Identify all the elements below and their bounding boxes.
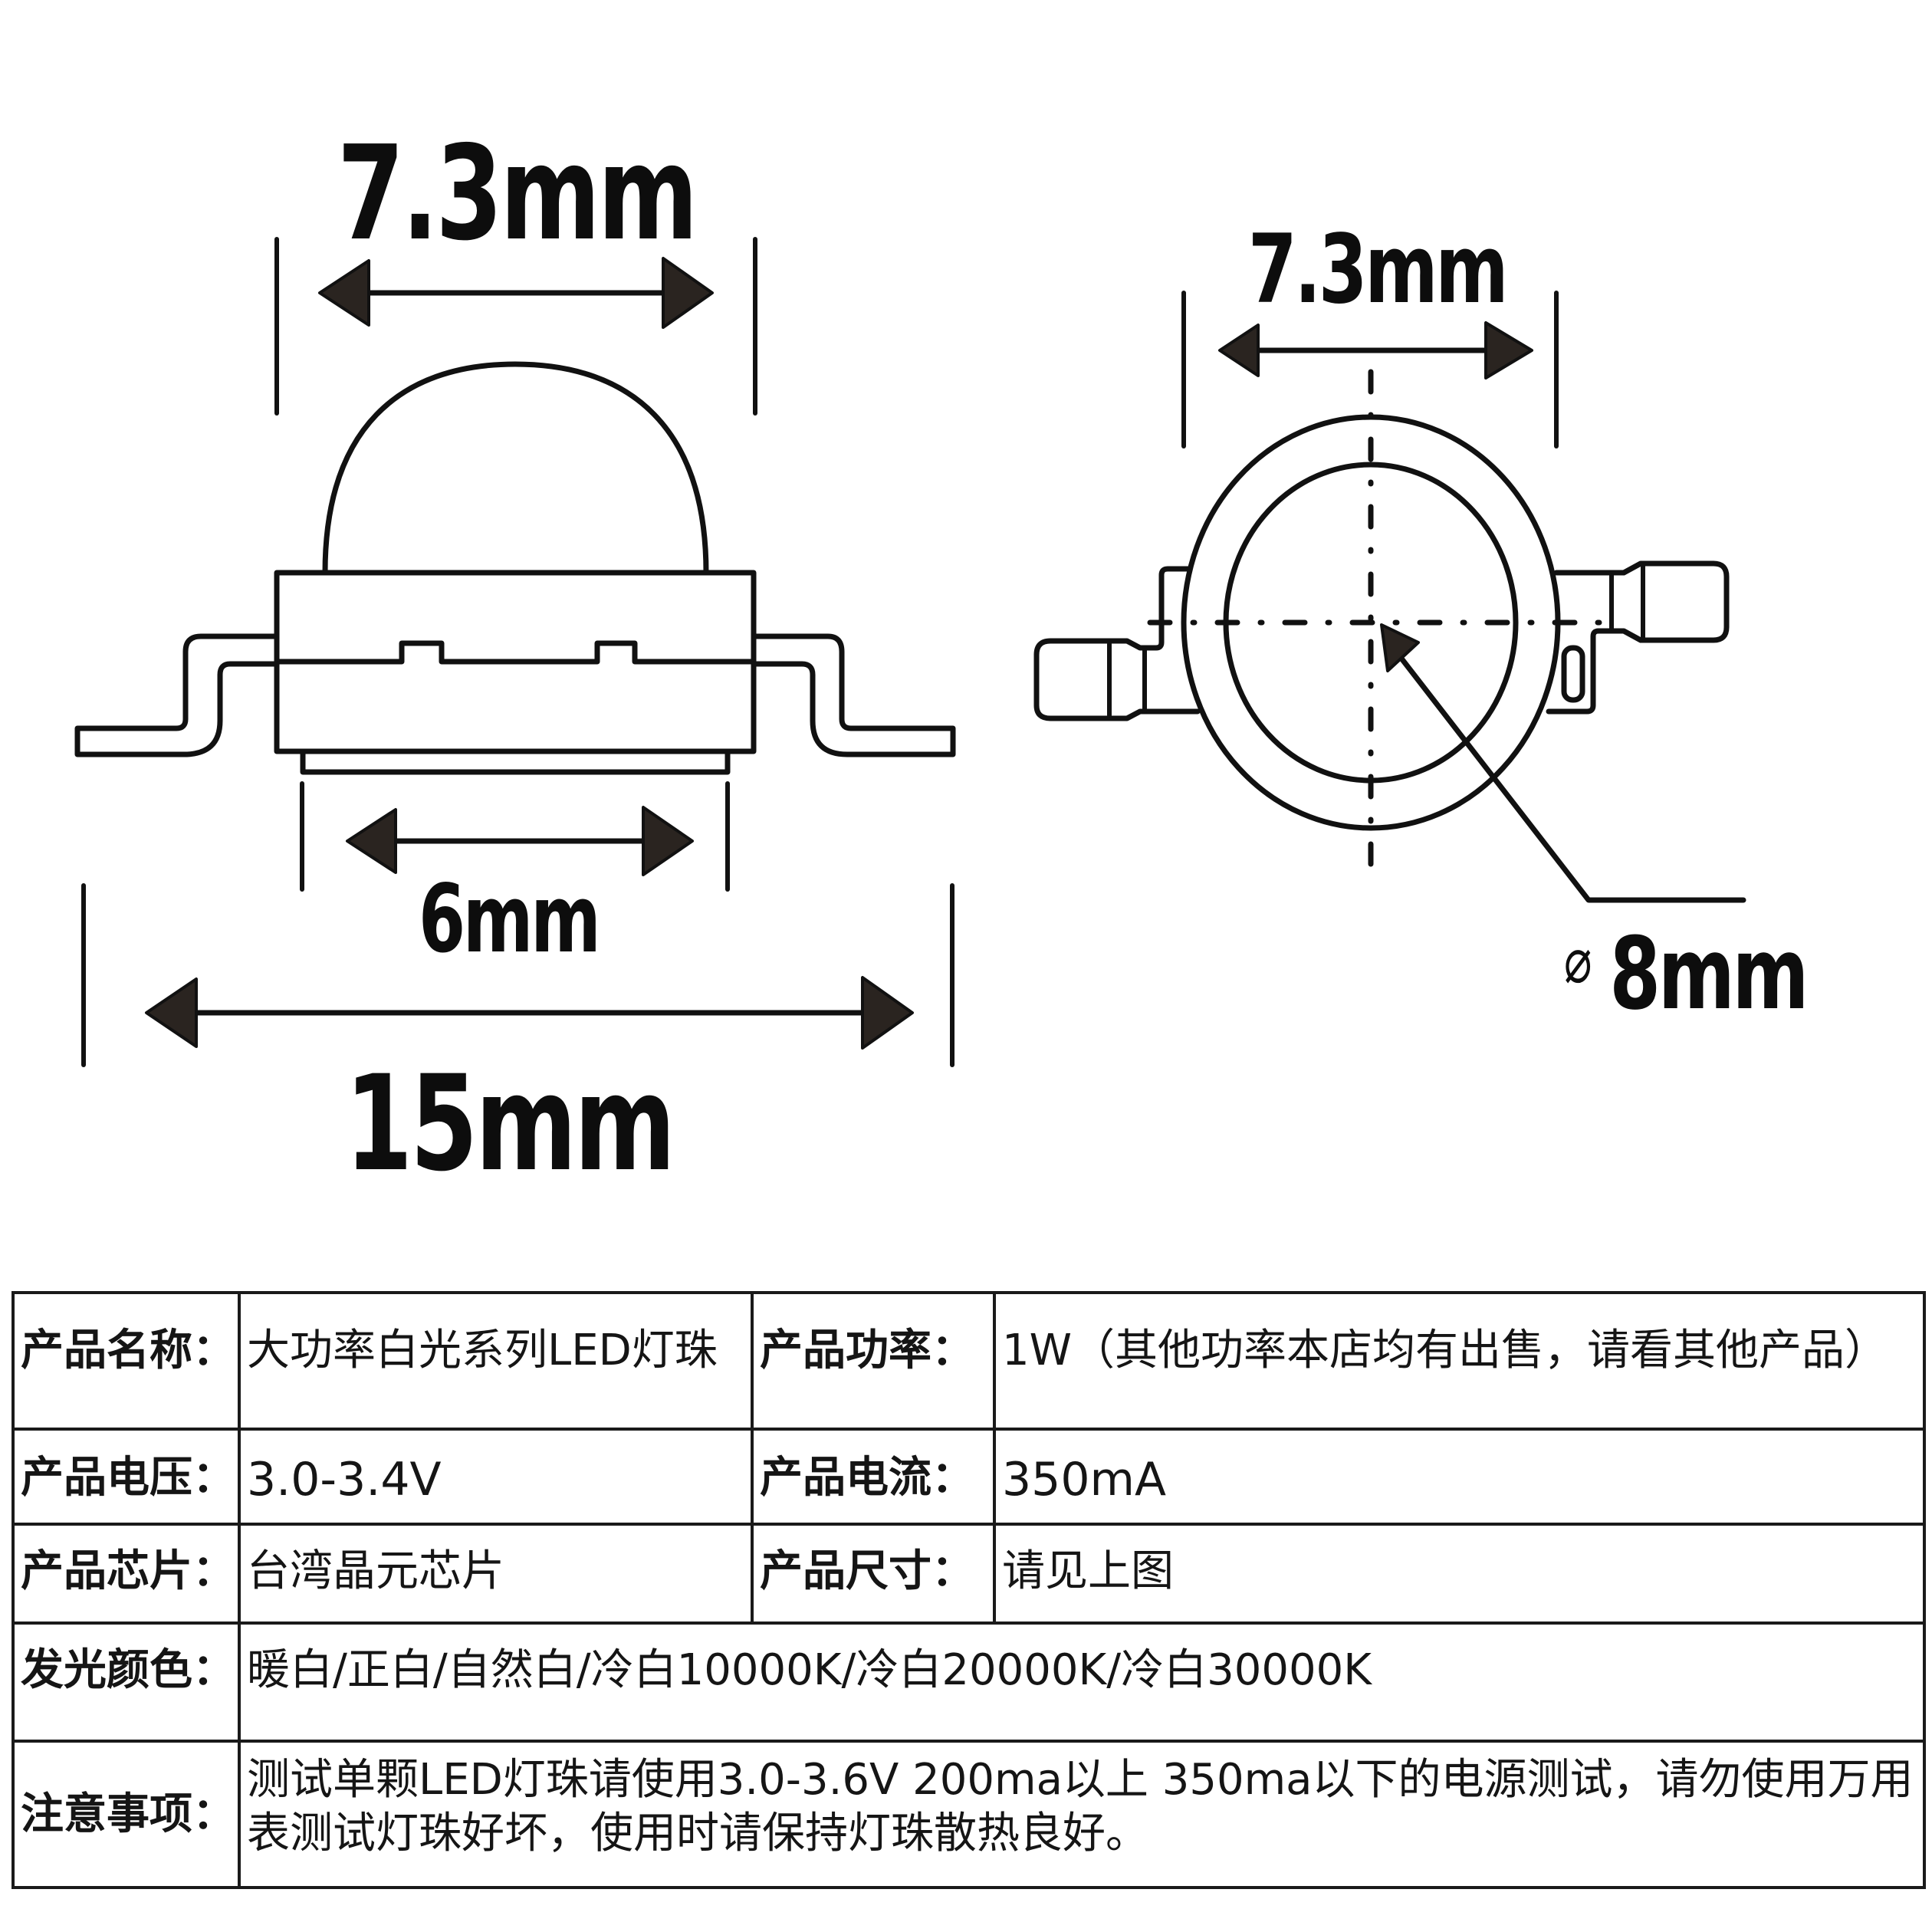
product-current-label: 产品电流： [751,1428,996,1526]
arrow-left-icon [145,978,198,1048]
left-solder-pad [1033,566,1201,721]
product-name-value: 大功率白光系列LED灯珠 [238,1291,754,1431]
arrow-right-icon [642,806,694,876]
light-color-label: 发光颜色： [12,1622,241,1743]
total-width-label: 15mm [345,1046,675,1201]
product-power-label: 产品功率： [751,1291,996,1431]
arrow-right-icon [1484,321,1533,380]
base-width-dimension [300,781,730,892]
base-width-label: 6mm [419,865,601,974]
right-lead [751,633,956,757]
product-voltage-label: 产品电压： [12,1428,241,1526]
right-solder-pad [1546,560,1730,715]
product-chip-value: 台湾晶元芯片 [238,1523,754,1625]
dimension-drawing: .ln { fill: none; stroke: #111; stroke-w… [74,118,1809,1201]
product-size-label: 产品尺寸： [751,1523,996,1625]
total-width-dimension [81,883,955,1067]
diameter-leader [1380,623,1746,903]
notes-value: 测试单颗LED灯珠请使用3.0-3.6V 200ma以上 350ma以下的电源测… [238,1740,1926,1889]
arrow-left-icon [318,259,370,327]
spec-table: 产品名称： 大功率白光系列LED灯珠 产品功率： 1W（其他功率本店均有出售，请… [12,1291,1926,1889]
table-row: 发光颜色： 暖白/正白/自然白/冷白10000K/冷白20000K/冷白3000… [12,1622,1926,1743]
diameter-icon: ⌀ [1564,925,1592,997]
top-width-dimension [274,237,757,416]
product-power-value: 1W（其他功率本店均有出售，请看其他产品） [993,1291,1926,1431]
side-view [74,237,956,1067]
left-lead [74,633,280,757]
product-voltage-value: 3.0-3.4V [238,1428,754,1526]
arrow-pointer-icon [1380,623,1420,672]
product-name-label: 产品名称： [12,1291,241,1431]
table-row: 注意事项： 测试单颗LED灯珠请使用3.0-3.6V 200ma以上 350ma… [12,1740,1926,1889]
top-width-label: 7.3mm [337,118,698,270]
table-row: 产品芯片： 台湾晶元芯片 产品尺寸： 请见上图 [12,1523,1926,1625]
top-view [1033,291,1746,903]
led-outline-drawing: .ln { fill: none; stroke: #111; stroke-w… [74,237,1746,1067]
light-color-value: 暖白/正白/自然白/冷白10000K/冷白20000K/冷白30000K [238,1622,1926,1743]
table-row: 产品名称： 大功率白光系列LED灯珠 产品功率： 1W（其他功率本店均有出售，请… [12,1291,1926,1431]
notes-label: 注意事项： [12,1740,241,1889]
arrow-left-icon [346,808,397,874]
lens-dome [322,361,709,576]
table-row: 产品电压： 3.0-3.4V 产品电流： 350mA [12,1428,1926,1526]
diameter-label: ⌀8mm [1564,924,1809,1024]
heat-sink-base [300,748,731,775]
arrow-right-icon [662,257,714,329]
top-view-width-label: 7.3mm [1248,215,1509,325]
product-current-value: 350mA [993,1428,1926,1526]
product-size-value: 请见上图 [993,1523,1926,1625]
diameter-value: 8mm [1609,915,1809,1032]
arrow-left-icon [1218,324,1260,377]
product-chip-label: 产品芯片： [12,1523,241,1625]
top-view-width-dimension [1181,291,1559,449]
arrow-right-icon [861,976,914,1050]
polarity-mark [1561,645,1585,703]
